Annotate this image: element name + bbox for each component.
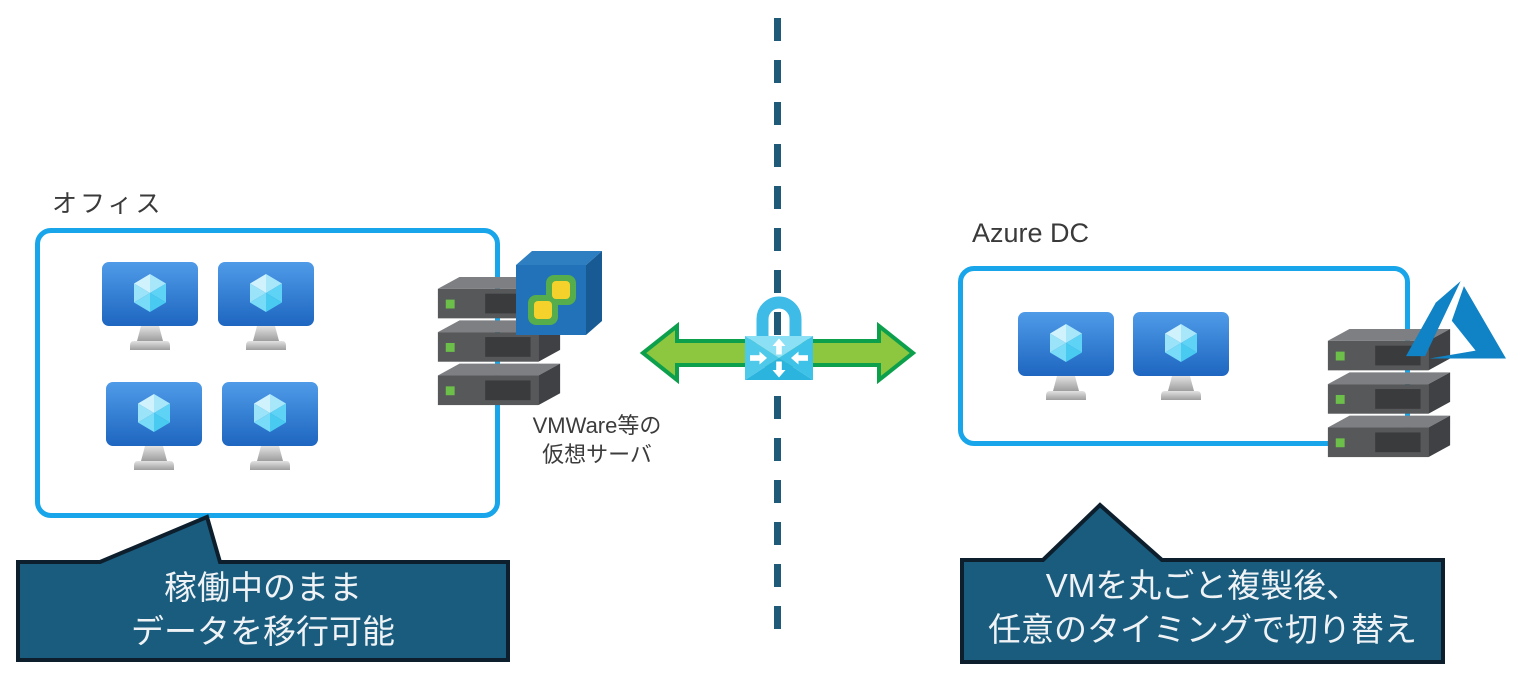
callout-left-line1: 稼働中のまま: [164, 569, 362, 606]
office-zone-label: オフィス: [52, 190, 164, 218]
callout-left-shape: [16, 514, 510, 662]
vm-monitor-icon: [220, 382, 320, 478]
vmware-vsphere-cube-icon: [516, 251, 602, 335]
vm-monitor-icon: [216, 262, 316, 358]
vmware-server-caption: VMWare等の 仮想サーバ: [502, 412, 692, 469]
vm-monitor-icon: [104, 382, 204, 478]
callout-right-line2: 任意のタイミングで切り替え: [988, 610, 1417, 648]
vmware-server-caption-line1: VMWare等の: [532, 413, 662, 438]
gateway-direction-arrows: [750, 338, 808, 378]
azure-zone-label: Azure DC: [972, 218, 1090, 248]
vpn-gateway-lock-icon: [745, 296, 813, 380]
callout-left-line2: データを移行可能: [131, 612, 395, 650]
vmware-server-caption-line2: 仮想サーバ: [542, 441, 652, 467]
azure-logo-icon: [1406, 281, 1506, 359]
vm-monitor-icon: [1131, 312, 1231, 408]
lock-shackle: [756, 296, 802, 338]
callout-right-line1: VMを丸ごと複製後、: [1045, 567, 1360, 604]
callout-right-shape: [960, 502, 1445, 664]
cube-top-face: [516, 251, 602, 265]
callout-right: VMを丸ごと複製後、 任意のタイミングで切り替え: [962, 564, 1443, 652]
vm-monitor-icon: [100, 262, 200, 358]
dashed-boundary-line: [774, 18, 781, 642]
cube-side-face: [586, 251, 602, 335]
vm-monitor-icon: [1016, 312, 1116, 408]
callout-left: 稼働中のまま データを移行可能: [20, 566, 506, 654]
